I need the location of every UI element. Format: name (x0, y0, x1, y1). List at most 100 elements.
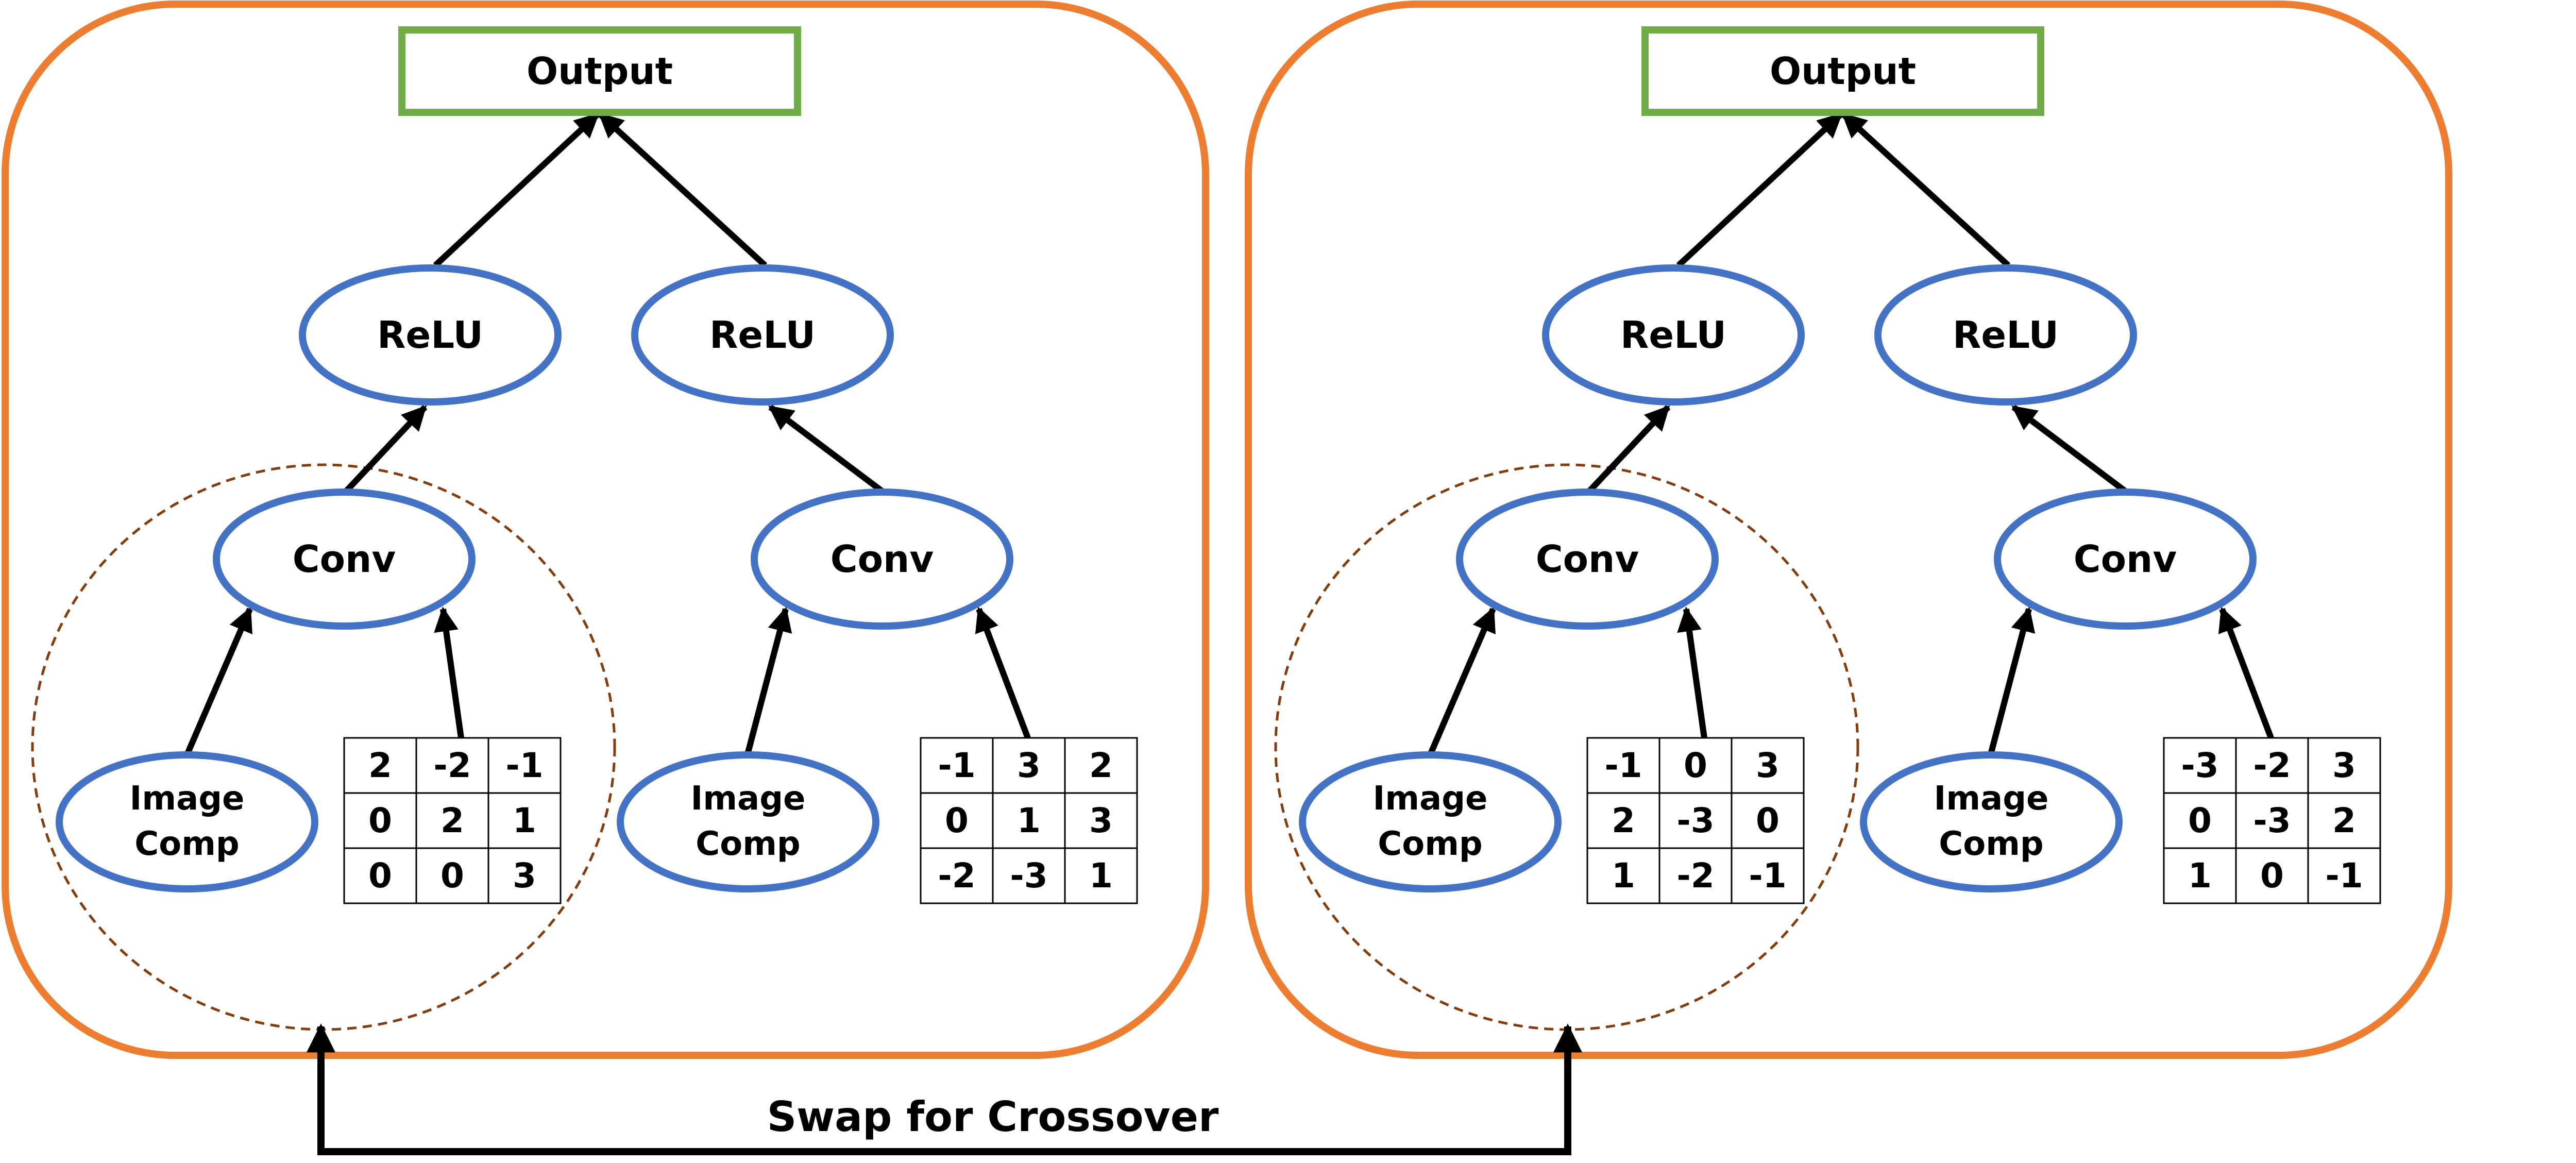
arrow-matrix-right-to-conv (2218, 606, 2274, 739)
matrix-cell-value: -1 (1604, 746, 1642, 785)
image-right-label-line1: Image (691, 780, 806, 818)
matrix-cell-value: 1 (513, 801, 536, 840)
arrow-image-right-to-conv (745, 606, 792, 753)
image-comp-node-right (617, 751, 879, 892)
relu-node-right (631, 264, 894, 406)
matrix-cell (2235, 737, 2309, 794)
matrix-cell-value: -3 (1010, 856, 1047, 896)
image-left-label-line1: Image (130, 780, 245, 818)
arrow-conv-right-to-relu (768, 404, 884, 494)
matrix-cell-value: 0 (1756, 801, 1780, 840)
matrix-cell-value: -2 (938, 856, 975, 896)
conv-right-label: Conv (831, 537, 934, 581)
conv-node-right (1994, 488, 2257, 630)
arrow-relu-left-to-output (1676, 112, 1843, 268)
matrix-cell-value: -2 (1676, 856, 1714, 896)
matrix-cell (2307, 737, 2381, 794)
matrix-cell-value: 0 (945, 801, 969, 840)
arrow-conv-left-to-relu (344, 404, 428, 494)
matrix-cell (920, 847, 994, 904)
matrix-cell-value: -3 (2181, 746, 2218, 785)
matrix-cell-value: 2 (1612, 801, 1635, 840)
output-box (1641, 26, 2044, 116)
conv-node-right (751, 488, 1013, 630)
image-left-label-line1: Image (1373, 780, 1488, 818)
relu-left-label: ReLU (1620, 313, 1726, 357)
matrix-cell-value: 0 (440, 856, 464, 896)
matrix-cell (2307, 847, 2381, 904)
matrix-cell (487, 847, 562, 904)
matrix-cell (992, 847, 1066, 904)
crossover-caption: Swap for Crossover (767, 1093, 1219, 1141)
output-box (398, 26, 801, 116)
matrix-cell (920, 737, 994, 794)
matrix-cell-value: -1 (1749, 856, 1786, 896)
arrow-relu-right-to-output (1841, 112, 2011, 268)
panel-border (1245, 1, 2452, 1059)
conv-left-label: Conv (1536, 537, 1639, 581)
crossover-arrow-line (317, 1033, 1571, 1155)
matrix-cell (1731, 847, 1805, 904)
image-comp-node-right (1860, 751, 2123, 892)
matrix-cell (992, 792, 1066, 849)
matrix-cell (2307, 792, 2381, 849)
relu-left-label: ReLU (377, 313, 483, 357)
panel-border (2, 1, 1209, 1059)
matrix-cell (415, 737, 489, 794)
matrix-cell (415, 847, 489, 904)
relu-right-label: ReLU (1953, 313, 2059, 357)
relu-node-left (1542, 264, 1805, 406)
matrix-cell (1658, 792, 1733, 849)
image-comp-node-left (56, 751, 318, 892)
matrix-cell-value: 3 (513, 856, 536, 896)
matrix-cell-value: 3 (2332, 746, 2356, 785)
conv-node-left (1456, 488, 1719, 630)
matrix-cell (2163, 737, 2237, 794)
arrow-image-right-to-conv (1988, 606, 2036, 753)
image-right-label-line2: Comp (696, 825, 800, 863)
image-left-label-line2: Comp (134, 825, 239, 863)
image-left-label-line2: Comp (1378, 825, 1482, 863)
arrow-matrix-left-to-conv (434, 606, 464, 738)
matrix-cell (343, 737, 417, 794)
matrix-cell (1064, 792, 1138, 849)
image-right-label-line1: Image (1934, 780, 2049, 818)
matrix-cell-value: -1 (938, 746, 975, 785)
matrix-cell (487, 737, 562, 794)
matrix-cell-value: 0 (368, 801, 392, 840)
matrix-cell-value: 2 (368, 746, 392, 785)
matrix-cell-value: 1 (1089, 856, 1113, 896)
matrix-cell-value: 1 (1612, 856, 1635, 896)
arrow-conv-left-to-relu (1587, 404, 1671, 494)
matrix-cell-value: -2 (433, 746, 471, 785)
matrix-cell (1658, 737, 1733, 794)
relu-right-label: ReLU (709, 313, 816, 357)
matrix-cell-value: 2 (2332, 801, 2356, 840)
arrow-image-left-to-conv (185, 606, 253, 754)
matrix-cell-value: -1 (2325, 856, 2363, 896)
matrix-cell-value: 1 (1017, 801, 1041, 840)
output-label: Output (1770, 49, 1916, 93)
matrix-cell-value: 3 (1017, 746, 1041, 785)
relu-node-right (1874, 264, 2137, 406)
relu-node-left (299, 264, 562, 406)
matrix-cell-value: 3 (1756, 746, 1780, 785)
matrix-cell (1586, 737, 1660, 794)
matrix-cell (920, 792, 994, 849)
matrix-cell-value: -3 (1676, 801, 1714, 840)
matrix-cell-value: 0 (2260, 856, 2284, 896)
matrix-cell-value: 1 (2188, 856, 2212, 896)
image-comp-node-left (1299, 751, 1562, 892)
arrow-matrix-left-to-conv (1677, 606, 1707, 738)
matrix-cell (1658, 847, 1733, 904)
matrix-cell-value: 3 (1089, 801, 1113, 840)
conv-left-label: Conv (293, 537, 396, 581)
arrow-relu-left-to-output (433, 112, 600, 268)
